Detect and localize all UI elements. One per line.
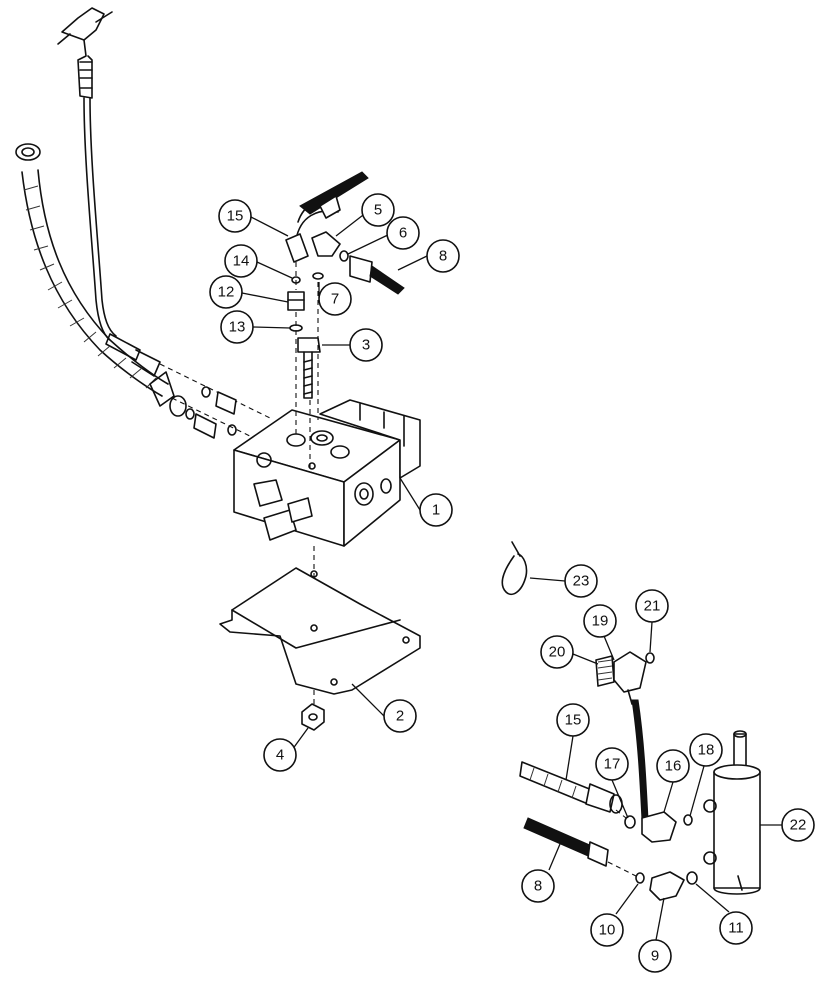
connection-lines-left (159, 363, 271, 441)
callout-label: 14 (233, 253, 250, 270)
callout-label: 10 (599, 922, 616, 939)
hydraulic-cylinder (703, 730, 761, 895)
elbow-fitting-upper (595, 651, 655, 705)
callout-20: 20 (540, 635, 574, 669)
callout-label: 12 (218, 284, 235, 301)
callout-5: 5 (361, 193, 395, 227)
callout-8-lower: 8 (521, 869, 555, 903)
callout-19: 19 (583, 604, 617, 638)
top-fittings (285, 171, 405, 470)
callout-18: 18 (689, 733, 723, 767)
mounting-bracket (219, 546, 421, 695)
callout-2: 2 (383, 699, 417, 733)
callout-label: 18 (698, 742, 715, 759)
callout-22: 22 (781, 808, 815, 842)
elbow-fitting-16 (615, 809, 693, 843)
callout-10: 10 (590, 913, 624, 947)
callout-label: 3 (362, 337, 370, 354)
callout-label: 4 (276, 747, 284, 764)
control-valve-block (233, 399, 421, 547)
hex-nut (301, 690, 325, 731)
callout-9: 9 (638, 939, 672, 973)
callout-6: 6 (386, 216, 420, 250)
callout-label: 1 (432, 502, 440, 519)
callout-15-lower: 15 (556, 703, 590, 737)
callout-label: 8 (439, 248, 447, 265)
callout-label: 19 (592, 613, 609, 630)
callout-label: 16 (665, 758, 682, 775)
callout-label: 9 (651, 948, 659, 965)
callout-label: 17 (604, 756, 621, 773)
callout-label: 20 (549, 644, 566, 661)
callout-label: 23 (573, 573, 590, 590)
callout-11: 11 (719, 911, 753, 945)
braided-hose-assembly (15, 143, 175, 407)
callout-15-upper: 15 (218, 199, 252, 233)
leader-lines (241, 211, 782, 941)
callout-label: 2 (396, 708, 404, 725)
callout-label: 21 (644, 598, 661, 615)
callout-14: 14 (224, 244, 258, 278)
callout-label: 5 (374, 202, 382, 219)
callout-17: 17 (595, 747, 629, 781)
callout-7: 7 (318, 282, 352, 316)
hose-8-lower (523, 817, 637, 877)
callout-label: 8 (534, 878, 542, 895)
tie-strap (501, 541, 528, 596)
left-adapter-fittings (169, 386, 237, 439)
callout-1: 1 (419, 493, 453, 527)
callout-label: 11 (728, 920, 744, 937)
callout-label: 7 (331, 291, 339, 308)
callout-13: 13 (220, 310, 254, 344)
callout-16: 16 (656, 749, 690, 783)
callout-label: 15 (227, 208, 244, 225)
callout-8-upper: 8 (426, 239, 460, 273)
callout-label: 13 (229, 319, 246, 336)
callout-label: 15 (565, 712, 582, 729)
elbow-fitting-9 (635, 871, 698, 901)
callout-12: 12 (209, 275, 243, 309)
callout-label: 6 (399, 225, 407, 242)
callout-21: 21 (635, 589, 669, 623)
callout-4: 4 (263, 738, 297, 772)
callout-23: 23 (564, 564, 598, 598)
vertical-hose (631, 699, 649, 821)
hose-15-lower (519, 761, 623, 814)
callout-label: 22 (790, 817, 807, 834)
thin-hose-assembly (57, 7, 161, 377)
callout-3: 3 (349, 328, 383, 362)
